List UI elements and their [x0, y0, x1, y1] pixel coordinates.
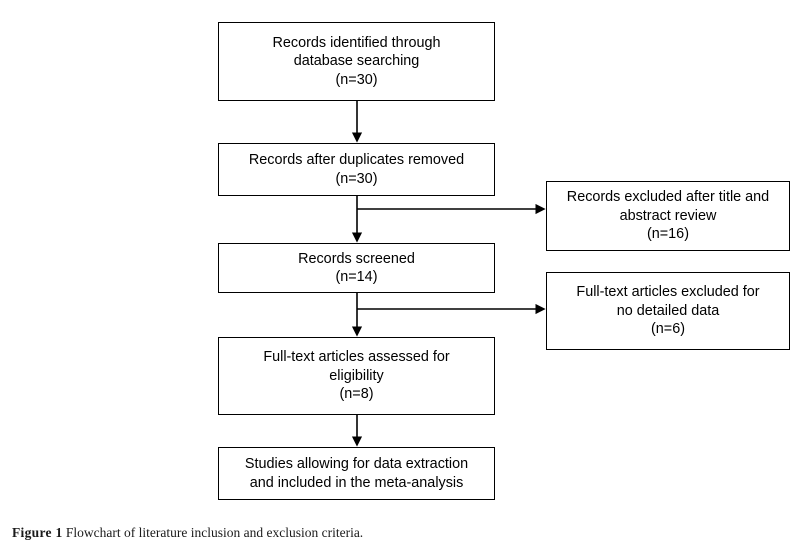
box-records-after-duplicates-removed: Records after duplicates removed (n=30): [218, 143, 495, 196]
box-fulltext-excluded-no-data: Full-text articles excluded for no detai…: [546, 272, 790, 350]
box-fulltext-articles-assessed: Full-text articles assessed for eligibil…: [218, 337, 495, 415]
box-records-excluded-title-abstract: Records excluded after title and abstrac…: [546, 181, 790, 251]
figure-caption-label: Figure 1: [12, 525, 63, 540]
box-studies-included: Studies allowing for data extraction and…: [218, 447, 495, 500]
figure-caption: Figure 1 Flowchart of literature inclusi…: [12, 524, 363, 542]
box-records-identified: Records identified through database sear…: [218, 22, 495, 101]
box-records-screened: Records screened (n=14): [218, 243, 495, 293]
figure-caption-text: Flowchart of literature inclusion and ex…: [62, 525, 364, 540]
